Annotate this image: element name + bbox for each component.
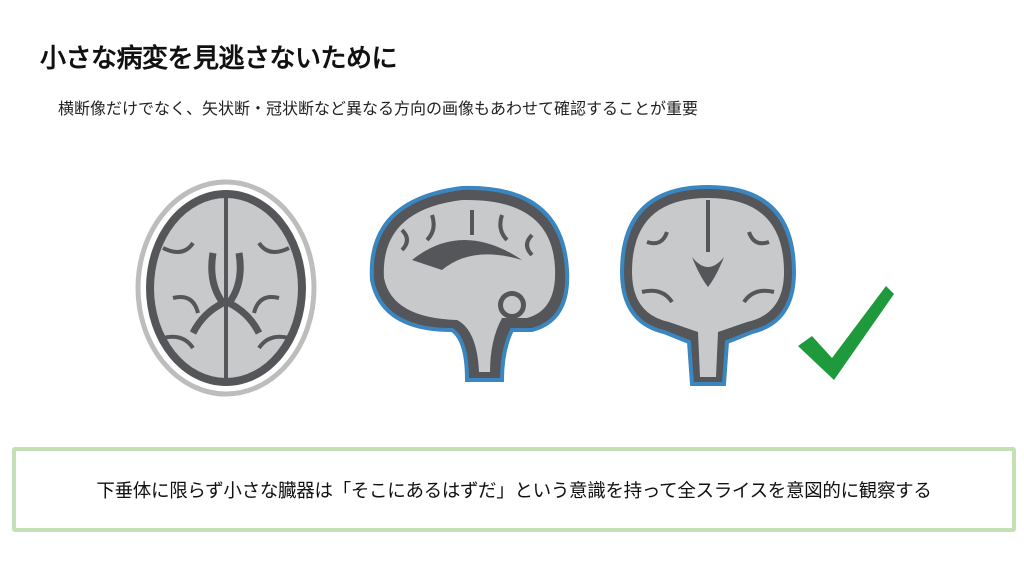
coronal-brain-image bbox=[619, 184, 797, 386]
slide-subtitle: 横断像だけでなく、矢状断・冠状断など異なる方向の画像もあわせて確認することが重要 bbox=[58, 99, 699, 118]
callout-box: 下垂体に限らず小さな臓器は「そこにあるはずだ」という意識を持って全スライスを意図… bbox=[12, 447, 1016, 532]
check-icon bbox=[798, 286, 894, 380]
slide-title: 小さな病変を見逃さないために bbox=[40, 44, 398, 74]
sagittal-brain-image bbox=[369, 185, 570, 382]
axial-brain-image bbox=[135, 179, 317, 397]
callout-text: 下垂体に限らず小さな臓器は「そこにあるはずだ」という意識を持って全スライスを意図… bbox=[96, 480, 932, 502]
